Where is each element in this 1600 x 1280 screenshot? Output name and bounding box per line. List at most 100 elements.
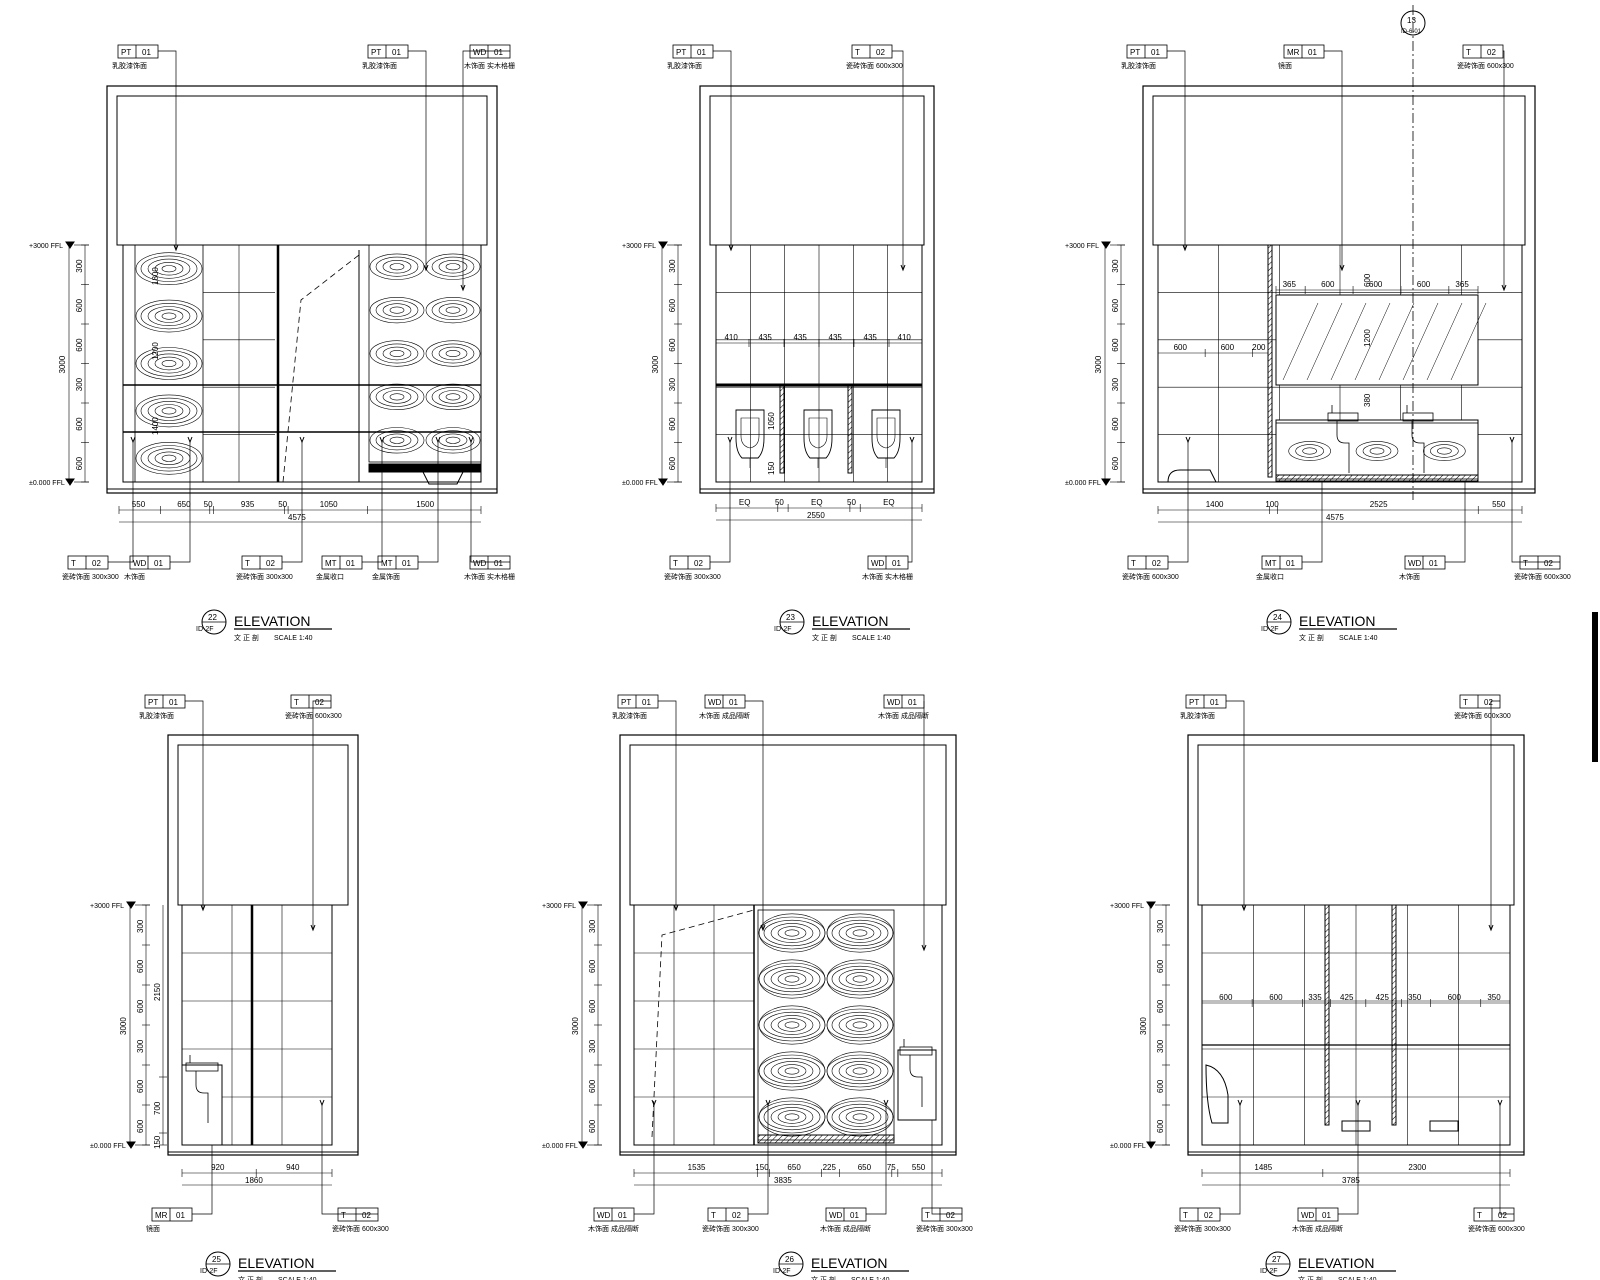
material-tag-box: [290, 694, 332, 709]
horizontal-total-label: 3785: [1342, 1176, 1360, 1185]
material-tag-box: [1185, 694, 1227, 709]
inner-dimension-label: 380: [1363, 393, 1372, 407]
wood-grain-ring: [845, 1064, 875, 1078]
material-tag-code: T: [1466, 48, 1471, 57]
wood-grain-ring: [777, 1110, 807, 1124]
leader-arrow: [468, 436, 474, 444]
material-tag-code: WD: [887, 698, 901, 707]
material-tag-box: [469, 44, 511, 59]
vertical-total-label: 3000: [1139, 1017, 1148, 1035]
level-triangle: [578, 901, 588, 909]
horizontal-dimension-label: 650: [177, 500, 191, 509]
level-label: +3000 FFL: [622, 243, 656, 250]
level-triangle: [578, 1141, 588, 1149]
horizontal-dimension-label: 365: [1283, 280, 1297, 289]
tile-grid: [716, 245, 922, 482]
wood-grain-ring: [1355, 441, 1399, 461]
wood-grain-ring: [826, 913, 894, 953]
horizontal-dimension-label: 1050: [320, 500, 338, 509]
wood-grain-ring: [826, 1054, 894, 1088]
wood-grain-ring: [135, 299, 203, 333]
wood-grain-ring: [838, 969, 882, 989]
leader-line: [1490, 700, 1500, 930]
horizontal-dimension-label: 435: [758, 333, 772, 342]
wood-grain-ring: [763, 1011, 821, 1039]
wood-grain-ring: [161, 265, 177, 273]
wood-grain-ring: [826, 1008, 894, 1042]
wood-grain-ring: [852, 929, 868, 937]
material-tag-note: 瓷砖饰面 300x300: [702, 1224, 759, 1233]
material-tag-code: MR: [1287, 48, 1300, 57]
material-tag-note: 金属收口: [1256, 572, 1284, 581]
level-label: ±0.000 FFL: [622, 480, 658, 487]
leader-arrow: [200, 904, 206, 912]
material-tag-box: [1127, 555, 1169, 570]
wood-grain-ring: [826, 1100, 894, 1134]
leader-line: [745, 700, 764, 930]
elevation-number: 24: [1273, 613, 1282, 622]
leader-arrow: [1488, 924, 1494, 932]
vertical-dimension-label: 300: [588, 919, 597, 933]
material-tag-number: 02: [1487, 48, 1496, 57]
vertical-dimension-label: 600: [1111, 298, 1120, 312]
wood-grain-ring: [838, 1015, 882, 1035]
material-tag-note: 金属收口: [316, 572, 344, 581]
wood-grain-ring: [758, 916, 826, 950]
mirror-glare: [1450, 302, 1487, 381]
leader-line: [1324, 50, 1343, 270]
material-tag-note: 瓷砖饰面 600x300: [1468, 1224, 1525, 1233]
horizontal-dimension-label: 335: [1308, 993, 1322, 1002]
elevation-24: +3000 FFL±0.000 FFL300600600300600600300…: [1065, 44, 1571, 642]
level-marker: ±0.000 FFL: [622, 478, 682, 487]
wood-grain-ring: [758, 913, 826, 953]
horizontal-total-label: 4575: [1326, 513, 1344, 522]
sheet-reference: ID-2F: [200, 1268, 218, 1275]
leader-line: [1503, 50, 1505, 290]
wood-grain-ring: [425, 253, 481, 280]
wood-grain-ring: [831, 1103, 889, 1131]
horizontal-dimension-label: 350: [1487, 993, 1501, 1002]
vertical-dimension-label: 300: [75, 377, 84, 391]
material-tag-number: 02: [315, 698, 324, 707]
door-swing: [282, 254, 360, 483]
horizontal-dimension-label: 435: [864, 333, 878, 342]
level-marker: +3000 FFL: [1110, 901, 1170, 910]
level-label: +3000 FFL: [1065, 243, 1099, 250]
material-tag-box: [867, 555, 909, 570]
material-tag-box: [1462, 44, 1504, 59]
privacy-screen: [1391, 904, 1397, 1126]
material-tag-code: PT: [1130, 48, 1140, 57]
wood-grain-ring: [852, 1067, 868, 1075]
wood-grain-ring: [758, 1097, 826, 1137]
material-tag-box: [321, 555, 363, 570]
leader-line: [282, 442, 303, 563]
material-tag-code: WD: [473, 559, 487, 568]
material-tag-number: 01: [1286, 559, 1295, 568]
horizontal-dimension-label: 1400: [1206, 500, 1224, 509]
privacy-screen: [1324, 904, 1330, 1126]
level-triangle: [65, 478, 75, 486]
horizontal-dimension-label: 600: [1221, 343, 1235, 352]
level-label: +3000 FFL: [29, 243, 63, 250]
leader-arrow: [1509, 436, 1515, 444]
urinal-bowl: [876, 417, 896, 449]
ceiling-void: [1197, 744, 1515, 906]
vertical-dimension-label: 600: [668, 456, 677, 470]
wood-grain-ring: [375, 386, 419, 407]
material-tag-box: [1297, 1207, 1339, 1222]
level-triangle: [126, 1141, 136, 1149]
urinal-fixture: [735, 409, 765, 468]
wood-grain-ring: [826, 959, 894, 999]
wood-grain-ring: [838, 923, 882, 943]
material-tag-box: [617, 694, 659, 709]
material-tag-note: 瓷砖饰面 600x300: [1457, 61, 1514, 70]
wood-grain-ring: [758, 962, 826, 996]
leader-line: [1167, 50, 1186, 250]
vertical-dimension-label: 300: [1111, 259, 1120, 273]
material-tag-number: 01: [697, 48, 706, 57]
